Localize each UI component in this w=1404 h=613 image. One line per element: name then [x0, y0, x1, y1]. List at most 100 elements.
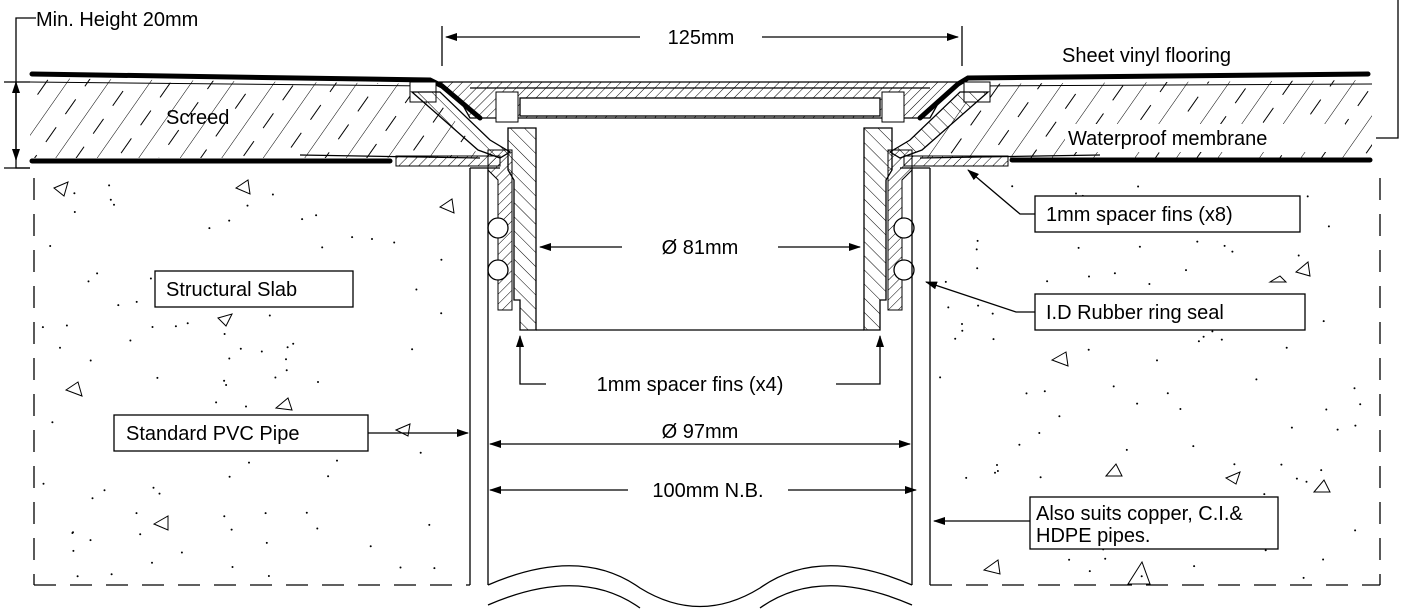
stipple-dot [248, 461, 250, 464]
stipple-dot [1058, 415, 1061, 418]
stipple-dot [1231, 250, 1234, 253]
stipple-dot [1336, 428, 1339, 431]
rubber-seal-label: I.D Rubber ring seal [1046, 302, 1224, 324]
stipple-dot [71, 532, 74, 534]
stipple-dot [49, 245, 52, 247]
stipple-dot [73, 211, 76, 213]
stipple-dot [223, 515, 226, 518]
stipple-dot [245, 405, 247, 408]
stipple-dot [231, 566, 234, 568]
stipple-dot [440, 312, 443, 315]
stipple-dot [1233, 463, 1236, 466]
stipple-dot [419, 451, 422, 454]
dim-97mm: Ø 97mm [489, 421, 911, 448]
stipple-dot [87, 280, 90, 283]
stipple-dot [1140, 575, 1143, 578]
stipple-dot [1018, 443, 1021, 446]
stipple-dot [1354, 529, 1357, 532]
dim-spacer-x4: 1mm spacer fins (x4) [516, 335, 884, 396]
pvc-pipe-label: Standard PVC Pipe [126, 423, 299, 445]
stipple-dot [1077, 246, 1080, 249]
stipple-dot [149, 277, 152, 280]
stipple-dot [89, 359, 92, 362]
stipple-dot [944, 280, 947, 283]
stipple-dot [301, 218, 304, 221]
stipple-dot [976, 267, 979, 270]
stipple-dot [109, 198, 112, 201]
stipple-dot [433, 567, 436, 570]
stipple-dot [274, 376, 277, 379]
stipple-dot [1202, 335, 1205, 338]
stipple-dot [991, 312, 994, 315]
stipple-dot [1353, 387, 1356, 390]
stipple-dot [996, 464, 998, 466]
stipple-dot [1264, 549, 1267, 552]
stipple-dot [135, 300, 138, 303]
stipple-dot [1137, 185, 1140, 188]
stipple-dot [1087, 348, 1090, 351]
right-height-bracket [1376, 0, 1399, 139]
spigot-body [487, 127, 913, 331]
stipple-dot [285, 369, 288, 372]
stipple-dot [1038, 432, 1041, 434]
stipple-dot [1039, 476, 1042, 479]
stipple-dot [1305, 480, 1308, 483]
stipple-dot [1104, 557, 1107, 560]
stipple-dot [1196, 240, 1199, 243]
stipple-dot [1320, 469, 1323, 472]
stipple-dot [315, 214, 318, 217]
stipple-dot [305, 511, 308, 514]
stipple-dot [113, 203, 115, 206]
stipple-dot [1043, 390, 1046, 393]
stipple-dot [1325, 408, 1328, 411]
stipple-dot [1280, 463, 1283, 466]
stipple-dot [208, 227, 211, 230]
stipple-dot [230, 528, 233, 531]
nb-100-label: 100mm N.B. [652, 480, 763, 502]
pvc-pipe-callout: Standard PVC Pipe [113, 414, 469, 452]
stipple-dot [186, 322, 189, 325]
structural-slab-callout: Structural Slab [154, 270, 354, 308]
stipple-dot [1297, 254, 1300, 257]
stipple-dot [215, 401, 218, 404]
stipple-dot [129, 339, 132, 342]
stipple-dot [1285, 346, 1288, 349]
stipple-dot [117, 304, 120, 307]
stipple-dot [1192, 445, 1195, 448]
stipple-dot [228, 357, 231, 360]
stipple-dot [1263, 493, 1266, 496]
stipple-dot [369, 545, 372, 548]
stipple-dot [260, 350, 263, 353]
stipple-dot [1025, 392, 1028, 395]
stipple-dot [228, 475, 231, 478]
stipple-dot [975, 248, 978, 251]
stipple-dot [1136, 402, 1139, 405]
stipple-dot [1166, 392, 1169, 395]
stipple-dot [91, 497, 94, 500]
stipple-dot [994, 471, 996, 474]
stipple-dot [1156, 359, 1158, 362]
stipple-dot [264, 512, 267, 515]
stipple-dot [939, 376, 942, 379]
stipple-dot [265, 541, 268, 544]
stipple-dot [1354, 424, 1357, 427]
stipple-dot [1125, 448, 1128, 451]
stipple-dot [1148, 283, 1151, 285]
stipple-dot [41, 326, 44, 329]
stipple-dot [76, 575, 79, 578]
waterproof-membrane-label: Waterproof membrane [1068, 128, 1267, 150]
stipple-dot [321, 246, 324, 249]
grate-top [409, 81, 991, 123]
stipple-dot [59, 346, 61, 349]
stipple-dot [42, 482, 45, 485]
stipple-dot [1193, 565, 1196, 568]
also-suits-callout: Also suits copper, C.I.& HDPE pipes. [933, 496, 1279, 550]
stipple-dot [399, 566, 402, 569]
stipple-dot [271, 193, 274, 196]
stipple-dot [223, 333, 226, 335]
stipple-dot [267, 575, 270, 577]
stipple-dot [1322, 558, 1325, 561]
pvc-pipe [469, 167, 931, 609]
aggregate-triangles [53, 179, 1331, 585]
